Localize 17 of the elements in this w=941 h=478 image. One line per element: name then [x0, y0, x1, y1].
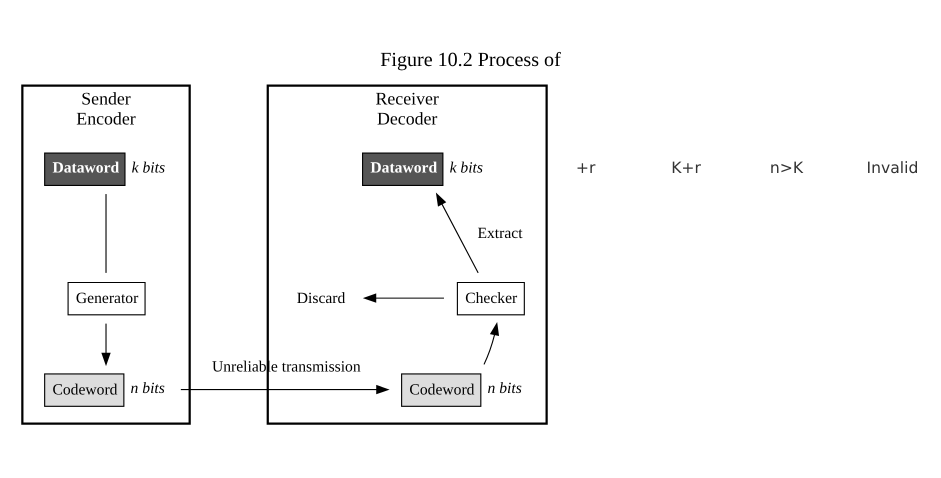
node-label: n bits [488, 380, 522, 398]
arrow [484, 322, 500, 365]
arrow [101, 324, 111, 366]
node-label: n bits [130, 380, 165, 398]
label: K+r [671, 158, 701, 177]
arrow [362, 293, 444, 303]
diagram-title: Figure 10.2 Process of [380, 48, 561, 71]
label: Invalid [866, 158, 918, 177]
edge-label: Extract [477, 225, 523, 242]
arrow [180, 384, 390, 394]
node-label: k bits [132, 159, 166, 176]
arrow [436, 192, 479, 274]
node-label: k bits [450, 159, 483, 176]
label: n>K [770, 158, 804, 177]
node-text: Discard [296, 290, 346, 307]
label: +r [576, 158, 596, 177]
connector [105, 194, 107, 273]
